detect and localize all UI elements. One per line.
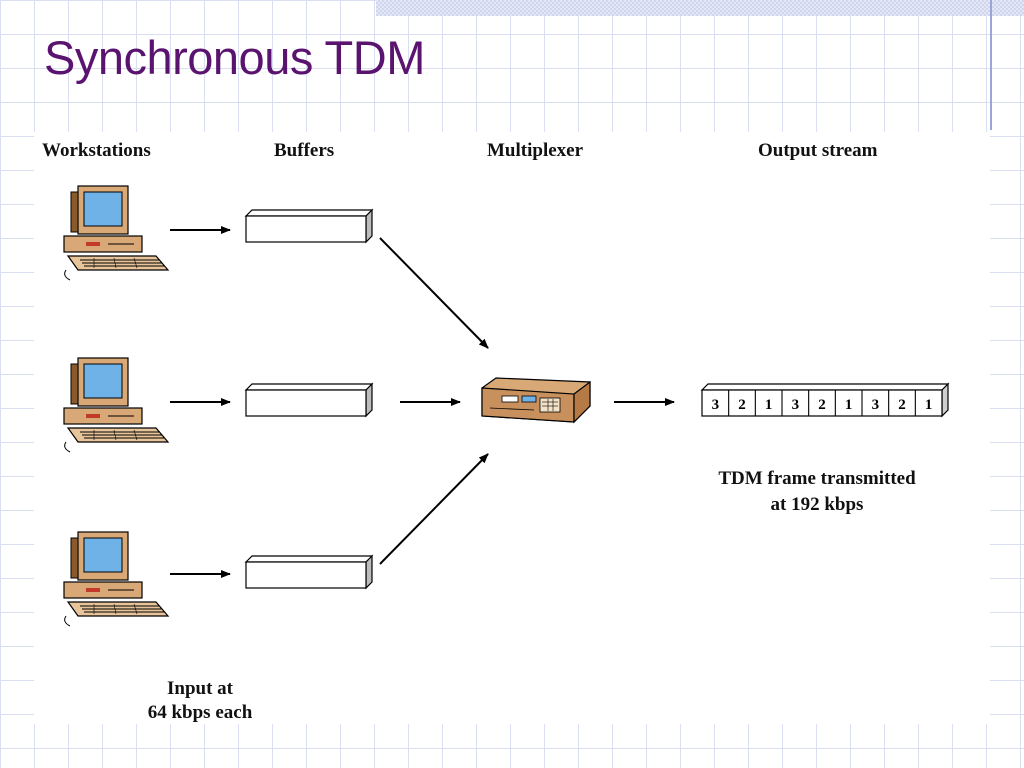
- frame-cell-8: 2: [898, 397, 906, 413]
- tdm-diagram: Workstations Buffers Multiplexer Output …: [42, 140, 950, 723]
- header-workstations: Workstations: [42, 140, 151, 161]
- header-buffers: Buffers: [274, 140, 334, 161]
- workstation-2-icon: [63, 357, 169, 453]
- buffer-1: [245, 209, 373, 243]
- header-output-stream: Output stream: [758, 140, 878, 161]
- input-note-line-2: 64 kbps each: [148, 702, 253, 723]
- frame-caption-line-2: at 192 kbps: [771, 494, 864, 515]
- input-note-line-1: Input at: [167, 678, 234, 699]
- frame-cell-5: 2: [818, 397, 826, 413]
- frame-cell-6: 1: [845, 397, 853, 413]
- arrow-buffer3-mux: [379, 453, 489, 565]
- buffer-2: [245, 383, 373, 417]
- frame-cell-9: 1: [925, 397, 933, 413]
- arrow-buffer1-mux: [379, 237, 489, 349]
- frame-cell-4: 3: [792, 397, 800, 413]
- buffer-3: [245, 555, 373, 589]
- frame-caption-line-1: TDM frame transmitted: [718, 468, 916, 489]
- tdm-frame: 3 2 1 3 2 1 3 2 1: [700, 382, 950, 418]
- frame-cell-1: 3: [712, 397, 720, 413]
- frame-cell-2: 2: [738, 397, 746, 413]
- frame-cell-7: 3: [872, 397, 880, 413]
- frame-cells: 3 2 1 3 2 1 3 2 1: [712, 390, 933, 416]
- workstation-3-icon: [63, 531, 169, 627]
- slide-title: Synchronous TDM: [44, 31, 425, 84]
- workstation-1-icon: [63, 185, 169, 281]
- multiplexer-icon: [481, 377, 591, 424]
- right-rule-decoration: [990, 0, 992, 130]
- diagram-panel: Workstations Buffers Multiplexer Output …: [34, 132, 990, 724]
- frame-cell-3: 1: [765, 397, 773, 413]
- header-multiplexer: Multiplexer: [487, 140, 584, 161]
- title-band-decoration: [376, 0, 1024, 16]
